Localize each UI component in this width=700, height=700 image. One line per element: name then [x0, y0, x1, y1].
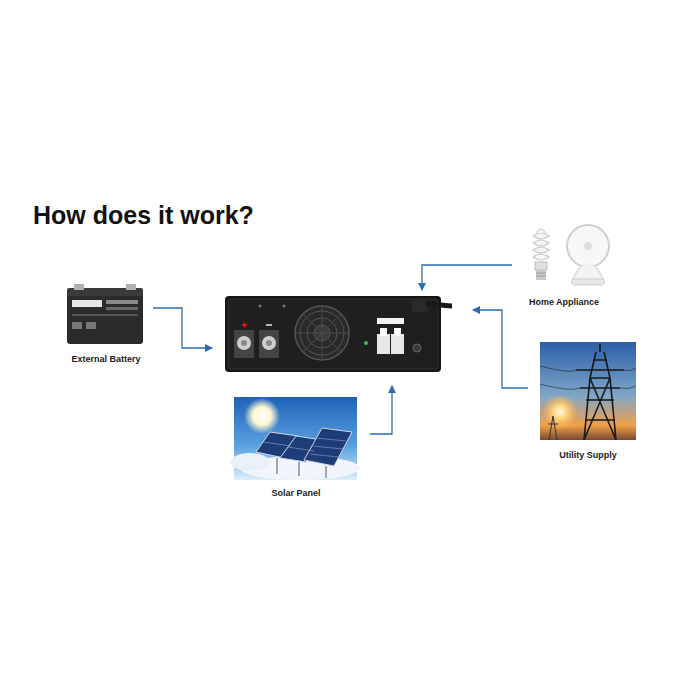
- caption-text: Utility Supply: [559, 450, 617, 460]
- solar-picture: [230, 397, 360, 480]
- diagram-title: How does it work?: [33, 201, 254, 230]
- appliance-picture: [533, 225, 609, 285]
- picture-caption: Home Appliance: [527, 296, 601, 308]
- caption-text: Home Appliance: [529, 297, 599, 307]
- utility-picture: [540, 342, 636, 440]
- caption-text: External Battery: [71, 354, 140, 364]
- flow-arrows: [153, 265, 528, 434]
- picture-caption: Solar Panel: [269, 487, 322, 499]
- caption-text: Solar Panel: [271, 488, 320, 498]
- picture-caption: Utility Supply: [557, 449, 619, 461]
- inverter-picture: [225, 296, 452, 372]
- picture-caption: External Battery: [69, 353, 142, 365]
- battery-picture: [67, 284, 143, 344]
